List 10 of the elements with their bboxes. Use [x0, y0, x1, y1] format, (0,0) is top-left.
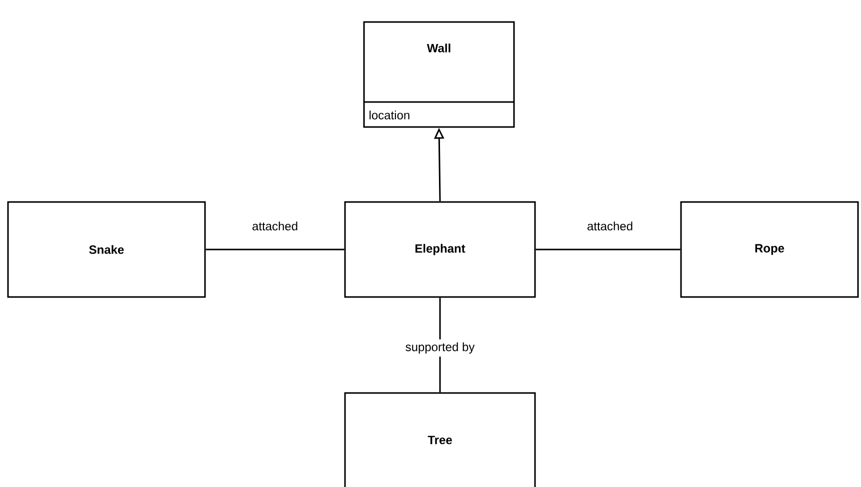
class-box: Rope: [680, 201, 859, 298]
edge-label: attached: [252, 222, 298, 230]
class-box: Wall location: [363, 21, 515, 128]
class-box: Tree: [344, 392, 536, 487]
edge-label: attached: [588, 222, 632, 230]
association-line: [536, 248, 680, 250]
edge-label: supported by: [402, 339, 478, 357]
class-box: Elephant: [344, 201, 536, 298]
association-line: [206, 248, 344, 250]
class-box: Snake: [7, 201, 206, 298]
